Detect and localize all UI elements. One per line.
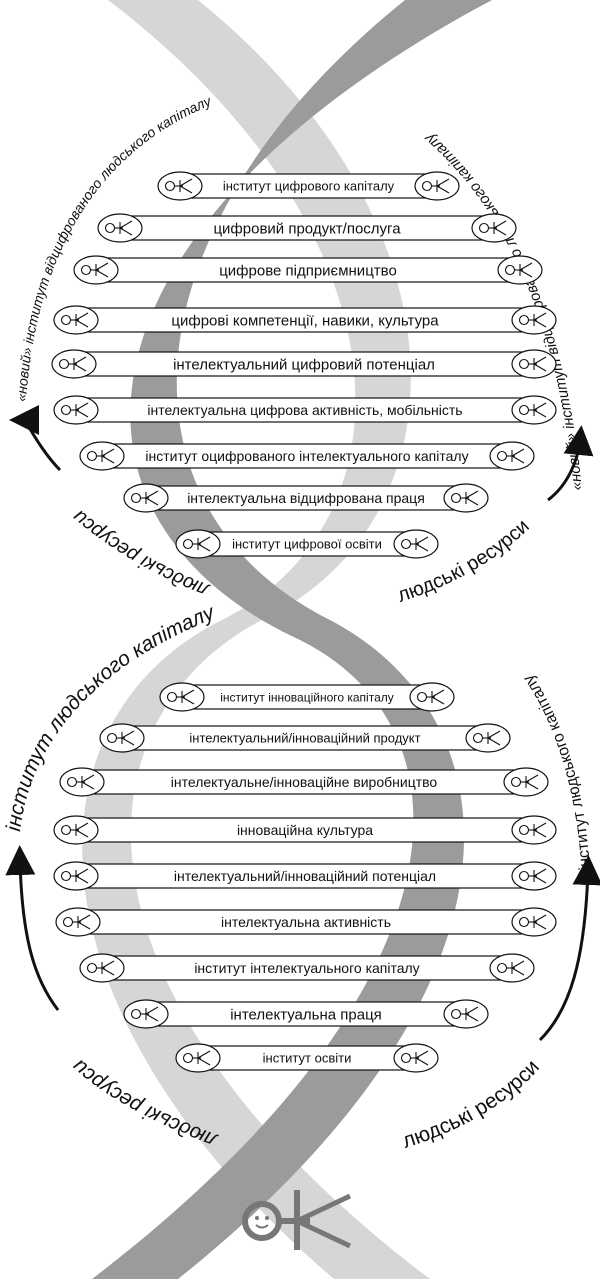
person-node-icon [53, 861, 99, 891]
person-node-icon [511, 861, 557, 891]
lower-rung: інтелектуальна праця [123, 999, 489, 1029]
upper-rung: інтелектуальна відцифрована праця [123, 483, 489, 513]
lower-rung: інтелектуальна активність [55, 907, 557, 937]
lower-rung-label: інтелектуальна активність [221, 914, 391, 930]
person-node-icon [489, 953, 535, 983]
person-node-icon [511, 815, 557, 845]
upper-rung-label: інтелектуальна цифрова активність, мобіл… [147, 402, 462, 418]
person-node-icon [51, 349, 97, 379]
lower-rung-label: інноваційна культура [237, 822, 373, 838]
lower-rung: інститут освіти [175, 1043, 439, 1073]
person-node-icon [175, 529, 221, 559]
person-node-icon [489, 441, 535, 471]
upper-resources-right: людські ресурси [395, 515, 534, 607]
upper-rung-label: цифрові компетенції, навики, культура [171, 312, 439, 329]
person-node-icon [465, 723, 511, 753]
lower-rung-label: інтелектуальний/інноваційний потенціал [174, 868, 436, 884]
upper-rung: цифрові компетенції, навики, культура [53, 305, 557, 335]
upper-rung: інститут оцифрованого інтелектуального к… [79, 441, 535, 471]
person-node-icon [73, 255, 119, 285]
person-node-icon [53, 305, 99, 335]
lower-rung-label: інститут освіти [263, 1051, 352, 1066]
person-node-icon [497, 255, 543, 285]
upper-rung: інтелектуальна цифрова активність, мобіл… [53, 395, 557, 425]
lower-rung: інноваційна культура [53, 815, 557, 845]
person-node-icon [99, 723, 145, 753]
person-node-icon [443, 483, 489, 513]
person-node-icon [409, 682, 455, 712]
person-node-icon [443, 999, 489, 1029]
lower-rung: інститут інноваційного капіталу [159, 682, 455, 712]
upper-rung: цифровий продукт/послуга [97, 213, 517, 243]
person-node-icon [53, 815, 99, 845]
lower-rung-label: інститут інтелектуального капіталу [194, 960, 419, 976]
arrow-upper-right [547, 425, 594, 502]
arrow-lower-right [538, 855, 600, 1042]
person-node-icon [53, 395, 99, 425]
lower-rung-label: інтелектуальне/інноваційне виробництво [171, 774, 438, 790]
upper-rung-label: інститут цифрового капіталу [223, 179, 395, 194]
resource-arrows [5, 405, 600, 1042]
person-node-icon [511, 349, 557, 379]
person-node-icon [123, 483, 169, 513]
upper-rung-label: інтелектуальна відцифрована праця [187, 490, 425, 506]
upper-rungs: інститут цифрового капіталу цифровий прод… [51, 171, 557, 559]
upper-rung: інститут цифрової освіти [175, 529, 439, 559]
lower-rung: інтелектуальний/інноваційний продукт [99, 723, 511, 753]
upper-rung: інтелектуальний цифровий потенціал [51, 349, 557, 379]
upper-rung: цифрове підприємництво [73, 255, 543, 285]
person-node-icon [59, 767, 105, 797]
person-node-icon [157, 171, 203, 201]
person-node-icon [175, 1043, 221, 1073]
person-node-icon [79, 441, 125, 471]
upper-rung-label: інститут оцифрованого інтелектуального к… [145, 448, 468, 464]
person-node-icon [511, 305, 557, 335]
upper-rung-label: інтелектуальний цифровий потенціал [173, 356, 435, 373]
lower-rung: інтелектуальне/інноваційне виробництво [59, 767, 549, 797]
upper-rung-label: інститут цифрової освіти [232, 537, 382, 552]
lower-rung: інтелектуальний/інноваційний потенціал [53, 861, 557, 891]
lower-rungs: інститут інноваційного капіталу інтелекту… [53, 682, 557, 1073]
upper-rung-label: цифровий продукт/послуга [213, 220, 401, 237]
arrow-lower-left [5, 845, 60, 1011]
person-node-icon [511, 907, 557, 937]
person-node-icon [123, 999, 169, 1029]
lower-rung: інститут інтелектуального капіталу [79, 953, 535, 983]
lower-rung-label: інститут інноваційного капіталу [220, 690, 394, 704]
person-node-icon [503, 767, 549, 797]
person-figure-mark [242, 1190, 352, 1250]
person-node-icon [511, 395, 557, 425]
person-node-icon [97, 213, 143, 243]
person-node-icon [159, 682, 205, 712]
person-node-icon [471, 213, 517, 243]
person-node-icon [393, 529, 439, 559]
person-node-icon [393, 1043, 439, 1073]
upper-rung-label: цифрове підприємництво [219, 262, 397, 279]
person-node-icon [55, 907, 101, 937]
lower-rung-label: інтелектуальна праця [230, 1006, 382, 1023]
person-node-icon [79, 953, 125, 983]
person-node-icon [414, 171, 460, 201]
upper-rung: інститут цифрового капіталу [157, 171, 460, 201]
arrow-upper-left [9, 405, 62, 472]
lower-rung-label: інтелектуальний/інноваційний продукт [189, 731, 420, 746]
